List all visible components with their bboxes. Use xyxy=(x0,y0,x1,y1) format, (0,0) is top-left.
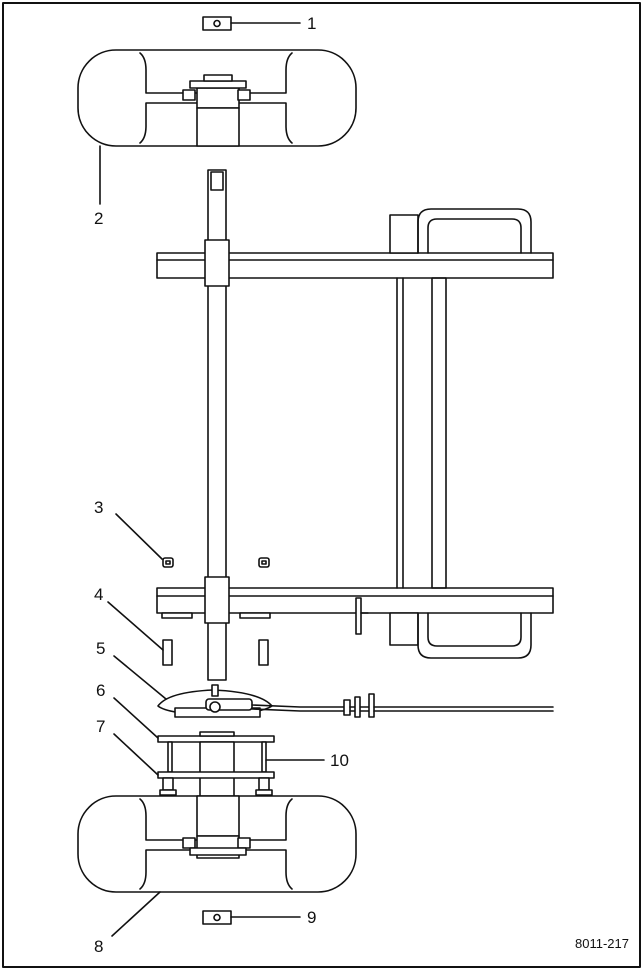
callout-6: 6 xyxy=(96,681,105,700)
part-1-plate xyxy=(202,16,301,31)
frame-handle-lower xyxy=(389,612,532,659)
frame-bracket xyxy=(355,597,369,635)
axle-shaft xyxy=(204,169,230,681)
part-4-spacers xyxy=(162,639,269,666)
callout-8: 8 xyxy=(94,937,103,956)
part-3-nuts xyxy=(162,557,270,568)
part-10-housing xyxy=(167,741,267,799)
leader-5 xyxy=(113,655,167,700)
frame-handle-upper xyxy=(389,208,532,254)
part-9-plate xyxy=(202,910,301,925)
callout-1: 1 xyxy=(307,14,316,33)
frame-pads xyxy=(161,612,271,619)
part-6-upper-plate xyxy=(157,731,275,743)
part-8-lower-wheel xyxy=(77,795,357,893)
callout-5: 5 xyxy=(96,639,105,658)
figure-reference-id: 8011-217 xyxy=(575,936,629,951)
brake-cable xyxy=(251,693,554,718)
callout-9: 9 xyxy=(307,908,316,927)
callout-3: 3 xyxy=(94,498,103,517)
leader-6 xyxy=(113,697,159,739)
callout-4: 4 xyxy=(94,585,103,604)
callout-10: 10 xyxy=(330,751,349,770)
callout-7: 7 xyxy=(96,717,105,736)
leader-3 xyxy=(115,513,163,560)
part-5-brake-disc xyxy=(157,684,273,718)
frame-uprights xyxy=(396,277,447,589)
leader-8 xyxy=(111,891,161,937)
leader-7 xyxy=(113,733,159,776)
part-2-upper-wheel xyxy=(77,49,357,147)
callout-2: 2 xyxy=(94,209,103,228)
leader-4 xyxy=(107,601,164,651)
